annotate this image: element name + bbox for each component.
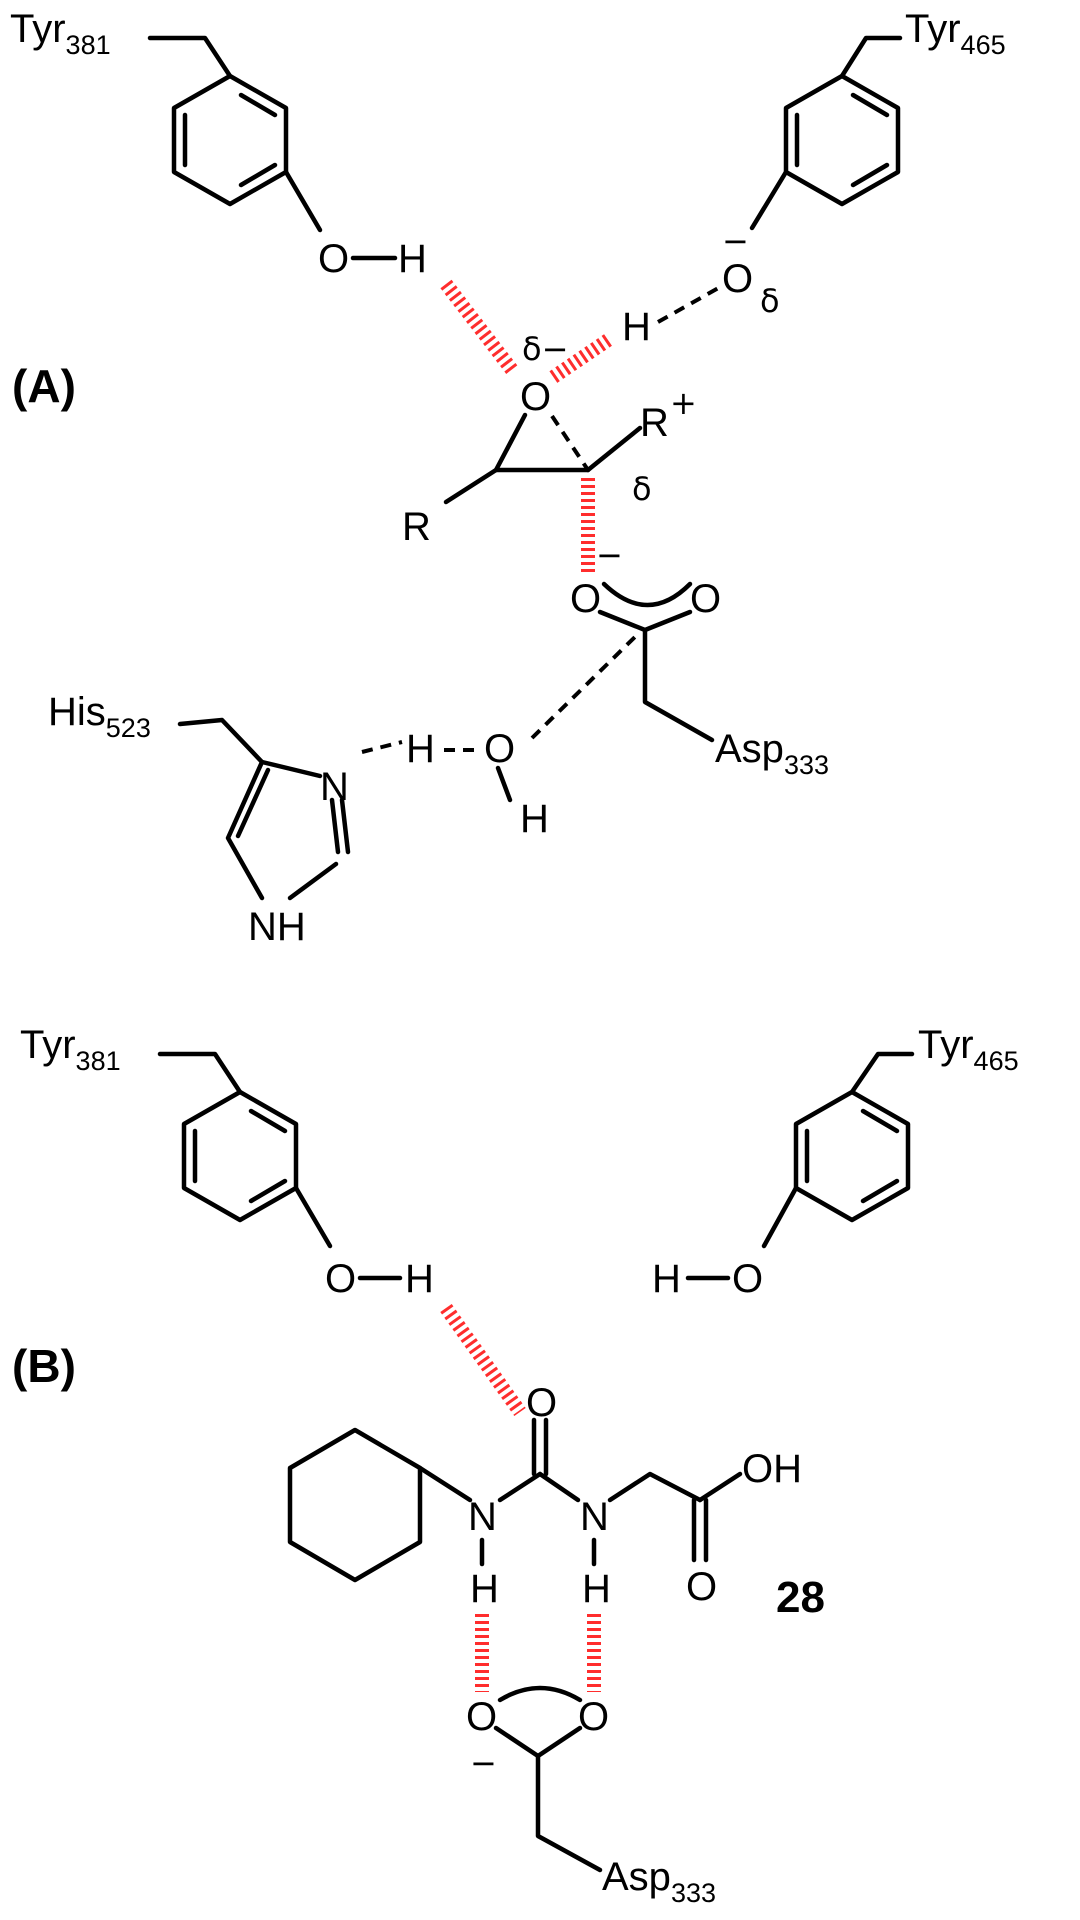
epoxide-bridging-hydrogen-a: H [622,305,651,349]
tyr465-phenol-ring-b [793,1089,911,1223]
epoxide-r-prime-a: R [640,401,669,445]
asp333-carboxylate-o1-b: O [466,1695,497,1739]
carboxylate-c-o2-bond-b [535,1725,583,1759]
water-hydrogen-lower-a: H [520,797,549,841]
his523-nh-a: NH [248,905,306,949]
tyr465-phenol-ring-a [783,73,901,207]
acid-c-oh-bond [697,1471,743,1503]
carboxylate-resonance-arc-a [601,581,693,608]
tyr465-ch2-bond-a [839,35,903,79]
asp333-carboxylate-minus-b: − [470,1744,497,1782]
epoxide-r-plus-a: + [670,384,697,422]
carboxylate-c-o1-bond-a [597,609,648,633]
cyclohexyl-n-bond [417,1465,473,1503]
tyr465-label-b: Tyr465 [918,1023,1019,1076]
his523-imidazole-ring-a [225,759,351,901]
urea-n2: N [580,1495,609,1539]
panel-a: (A) Tyr381 O H Tyr465 O − δ H [10,7,1006,949]
asp333-side-chain-bond-a [642,627,715,743]
carboxylic-acid-carbonyl-oxygen: O [686,1565,717,1609]
urea-n1-hydrogen: H [470,1567,499,1611]
n2-ch2-bond [607,1471,703,1503]
cyclohexyl-ring [287,1427,423,1583]
tyr465-partial-minus-a: − [722,222,749,260]
tyr381-oh-oxygen-a: O [318,237,349,281]
hbond-water-to-carboxylate-a [530,630,642,740]
asp333-carboxylate-o1-a: O [570,577,601,621]
asp333-label-b: Asp333 [602,1855,716,1908]
epoxide-oxygen-a: O [520,375,551,419]
tyr381-hydrogen-b: H [405,1257,434,1301]
urea-carbonyl-oxygen: O [526,1381,557,1425]
tyr381-c-o-bond-b [293,1185,333,1249]
water-hydrogen-upper-a: H [406,727,435,771]
tyr381-phenol-ring-a [171,73,289,207]
water-o-h-bond-a [495,765,513,803]
tyr381-oxygen-b: O [325,1257,356,1301]
asp333-label-a: Asp333 [715,727,829,780]
epoxide-c-delta-a: δ [632,470,652,508]
tyr381-label-a: Tyr381 [10,7,111,60]
his523-n3-a: N [320,765,349,809]
n1-carbonyl-bond [497,1471,543,1503]
his523-label-a: His523 [48,690,151,743]
asp333-carboxylate-o2-b: O [578,1695,609,1739]
tyr381-hydrogen-a: H [398,237,427,281]
asp333-carboxylate-minus-a: − [596,536,623,574]
epoxide-delta-minus-a: δ− [522,330,568,368]
epoxide-c2-r-bond-a [585,425,643,473]
tyr465-c-o-bond-b [761,1185,799,1249]
urea-carbonyl-double-bond [531,1417,549,1477]
compound-number-label: 28 [776,1573,825,1622]
acid-c-o-double-bond [691,1497,709,1563]
carboxylate-c-o1-bond-b [493,1725,541,1759]
tyr465-delta-a: δ [760,282,780,320]
asp333-carboxylate-o2-a: O [690,577,721,621]
carboxylic-acid-oh: OH [742,1447,802,1491]
panel-b-label: (B) [12,1340,76,1392]
epoxide-r-a: R [402,505,431,549]
tyr381-c-o-bond-a [283,169,323,233]
red-hbond-bridging-h-to-epoxide-o-a [548,334,612,384]
tyr465-ch2-bond-b [849,1051,915,1095]
carboxylate-c-o2-bond-a [642,609,693,633]
tyr381-ch2-bond-b [157,1051,243,1095]
tyr465-label-a: Tyr465 [905,7,1006,60]
compound-28-structure: N O N OH O H H [287,1381,802,1611]
red-hbond-tyr381-to-urea-o-b [440,1303,526,1417]
tyr465-hydrogen-b: H [652,1257,681,1301]
tyr465-oxygen-b: O [732,1257,763,1301]
water-oxygen-a: O [484,727,515,771]
tyr381-ch2-bond-a [147,35,233,79]
epoxide-c1-r-bond-a [443,467,499,505]
his523-ch2-bond-a [177,717,265,765]
asp333-side-chain-bond-b [535,1753,603,1873]
epoxide-o-c1-bond-a [493,412,528,473]
tyr465-oxygen-a: O [722,257,753,301]
hbond-his-n-to-h-a [361,740,403,754]
carbonyl-n2-bond [537,1471,581,1503]
hbond-h-to-tyr465-o-a [657,284,723,324]
urea-n2-hydrogen: H [582,1567,611,1611]
tyr381-label-b: Tyr381 [20,1023,121,1076]
epoxide-o-c2-bond-a [550,414,590,472]
tyr381-phenol-ring-b [181,1089,299,1223]
carboxylate-resonance-arc-b [497,1685,583,1703]
tyr465-c-o-bond-a [749,169,789,231]
red-hbond-tyr381-h-to-epoxide-o-a [440,279,518,375]
urea-n1: N [468,1495,497,1539]
panel-b: (B) Tyr381 O H Tyr465 O H [12,1023,1019,1908]
panel-a-label: (A) [12,360,76,412]
